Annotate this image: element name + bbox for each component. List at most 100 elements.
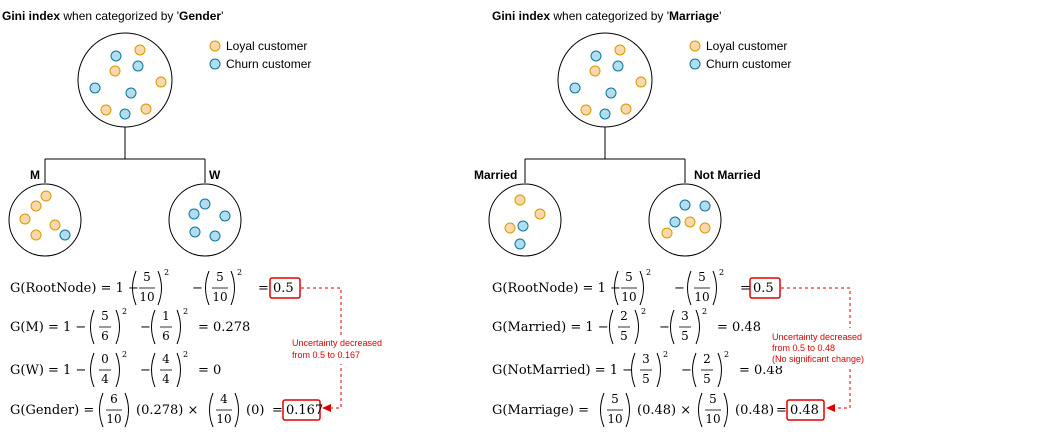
left-formula-m-result: = 0.278	[198, 320, 250, 335]
loyal-dot	[134, 44, 146, 56]
exponent: 2	[164, 268, 169, 277]
right-formula-marriage-mid2: (0.48)	[735, 403, 774, 418]
left-paren	[670, 309, 675, 345]
left-paren	[209, 392, 214, 428]
churn-dot	[59, 229, 71, 241]
fraction-numerator: 5	[216, 270, 224, 284]
fraction-denominator: 5	[681, 329, 689, 343]
loyal-legend-label: Loyal customer	[706, 39, 787, 53]
right-formula-married-lhs: G(Married) = 1 −	[492, 320, 609, 335]
loyal-dot	[534, 208, 546, 220]
loyal-dot	[580, 104, 592, 116]
left-formula-root-lhs: G(RootNode) = 1 −	[10, 281, 139, 296]
left-paren	[151, 309, 156, 345]
branch-label-w: W	[209, 168, 221, 182]
right-paren	[176, 352, 181, 388]
fraction-denominator: 10	[607, 412, 622, 426]
left-note-line1: Uncertainty decreased	[292, 338, 382, 348]
fraction-numerator: 5	[698, 270, 706, 284]
churn-dot	[679, 199, 691, 211]
left-paren	[151, 352, 156, 388]
left-paren	[132, 270, 137, 306]
right-formula-root-result: 0.5	[753, 281, 774, 296]
right-paren	[625, 392, 630, 428]
churn-dot	[132, 60, 144, 72]
loyal-dot	[589, 65, 601, 77]
right-title: Gini index when categorized by 'Marriage…	[492, 9, 721, 23]
left-paren	[90, 309, 95, 345]
exponent: 2	[122, 350, 127, 359]
left-paren	[692, 352, 697, 388]
fraction-numerator: 0	[101, 352, 109, 366]
left-annotation: Uncertainty decreased from 0.5 to 0.167	[290, 287, 398, 412]
fraction-numerator: 2	[703, 352, 711, 366]
churn-legend-label: Churn customer	[706, 57, 791, 71]
branch-label-married: Married	[474, 168, 517, 182]
branch-label-m: M	[30, 168, 40, 182]
loyal-dot	[635, 76, 647, 88]
minus-sign: −	[192, 281, 203, 296]
arrow-head	[322, 404, 331, 412]
fraction-denominator: 5	[703, 372, 711, 386]
equals-sign: =	[258, 281, 269, 296]
loyal-dot	[49, 219, 61, 231]
loyal-dot	[155, 76, 167, 88]
left-formula-gender-mid1: (0.278) ×	[136, 403, 198, 418]
left-formula-gender-lhs: G(Gender) =	[10, 403, 94, 418]
churn-legend-icon	[689, 58, 701, 70]
left-panel: Gini index when categorized by 'Gender' …	[2, 9, 398, 428]
churn-dot	[199, 198, 211, 210]
right-annotation: Uncertainty decreased from 0.5 to 0.48 (…	[770, 287, 882, 412]
dashed-connector	[301, 287, 342, 409]
left-paren	[614, 270, 619, 306]
left-formula-gender-mid2: (0)	[246, 403, 264, 418]
left-formulas: G(RootNode) = 1 − 5 10 2 − 5 10 2 = 0.5 …	[10, 268, 323, 428]
right-formula-marriage-mid1: (0.48) ×	[637, 403, 691, 418]
loyal-dot	[109, 65, 121, 77]
left-paren	[600, 392, 605, 428]
left-formula-w-result: = 0	[198, 363, 221, 378]
left-legend: Loyal customer Churn customer	[209, 39, 311, 71]
loyal-dot	[30, 229, 42, 241]
highlight-box	[786, 399, 825, 421]
right-child-node	[168, 183, 242, 257]
exponent: 2	[183, 350, 188, 359]
left-note-line2: from 0.5 to 0.167	[292, 350, 360, 360]
minus-sign: −	[659, 320, 670, 335]
fraction-numerator: 5	[709, 392, 717, 406]
fraction-term: 3 5 2	[631, 350, 668, 388]
left-paren	[687, 270, 692, 306]
equals-sign: =	[272, 403, 283, 418]
right-paren	[230, 270, 235, 306]
right-formula-notmarried-result: = 0.48	[739, 363, 783, 378]
left-formula-m-lhs: G(M) = 1 −	[10, 320, 86, 335]
left-paren	[90, 352, 95, 388]
churn-dot	[612, 60, 624, 72]
churn-dot	[699, 200, 711, 212]
right-formula-married-result: = 0.48	[717, 320, 761, 335]
fraction-term: 1 6 2	[151, 307, 188, 345]
left-formula-root-result: 0.5	[273, 281, 294, 296]
fraction-denominator: 5	[620, 329, 628, 343]
fraction-denominator: 10	[139, 290, 154, 304]
loyal-dot	[19, 213, 31, 225]
exponent: 2	[641, 307, 646, 316]
churn-dot	[514, 238, 526, 250]
loyal-dot	[684, 216, 696, 228]
left-formula-gender-result: 0.167	[286, 403, 323, 418]
right-formulas: G(RootNode) = 1 − 5 10 2 − 5 10 2 = 0.5 …	[492, 268, 825, 428]
highlight-box	[749, 277, 781, 299]
right-paren	[717, 352, 722, 388]
churn-dot	[209, 230, 221, 242]
loyal-legend-icon	[209, 40, 221, 52]
loyal-dot	[661, 227, 673, 239]
fraction-numerator: 1	[162, 309, 170, 323]
fraction-term: 3 5 2	[670, 307, 707, 345]
exponent: 2	[663, 350, 668, 359]
right-formula-marriage-result: 0.48	[790, 403, 819, 418]
fraction-term: 2 5 2	[692, 350, 729, 388]
right-paren	[176, 309, 181, 345]
churn-dot	[189, 226, 201, 238]
minus-sign: −	[674, 281, 685, 296]
loyal-dot	[504, 222, 516, 234]
